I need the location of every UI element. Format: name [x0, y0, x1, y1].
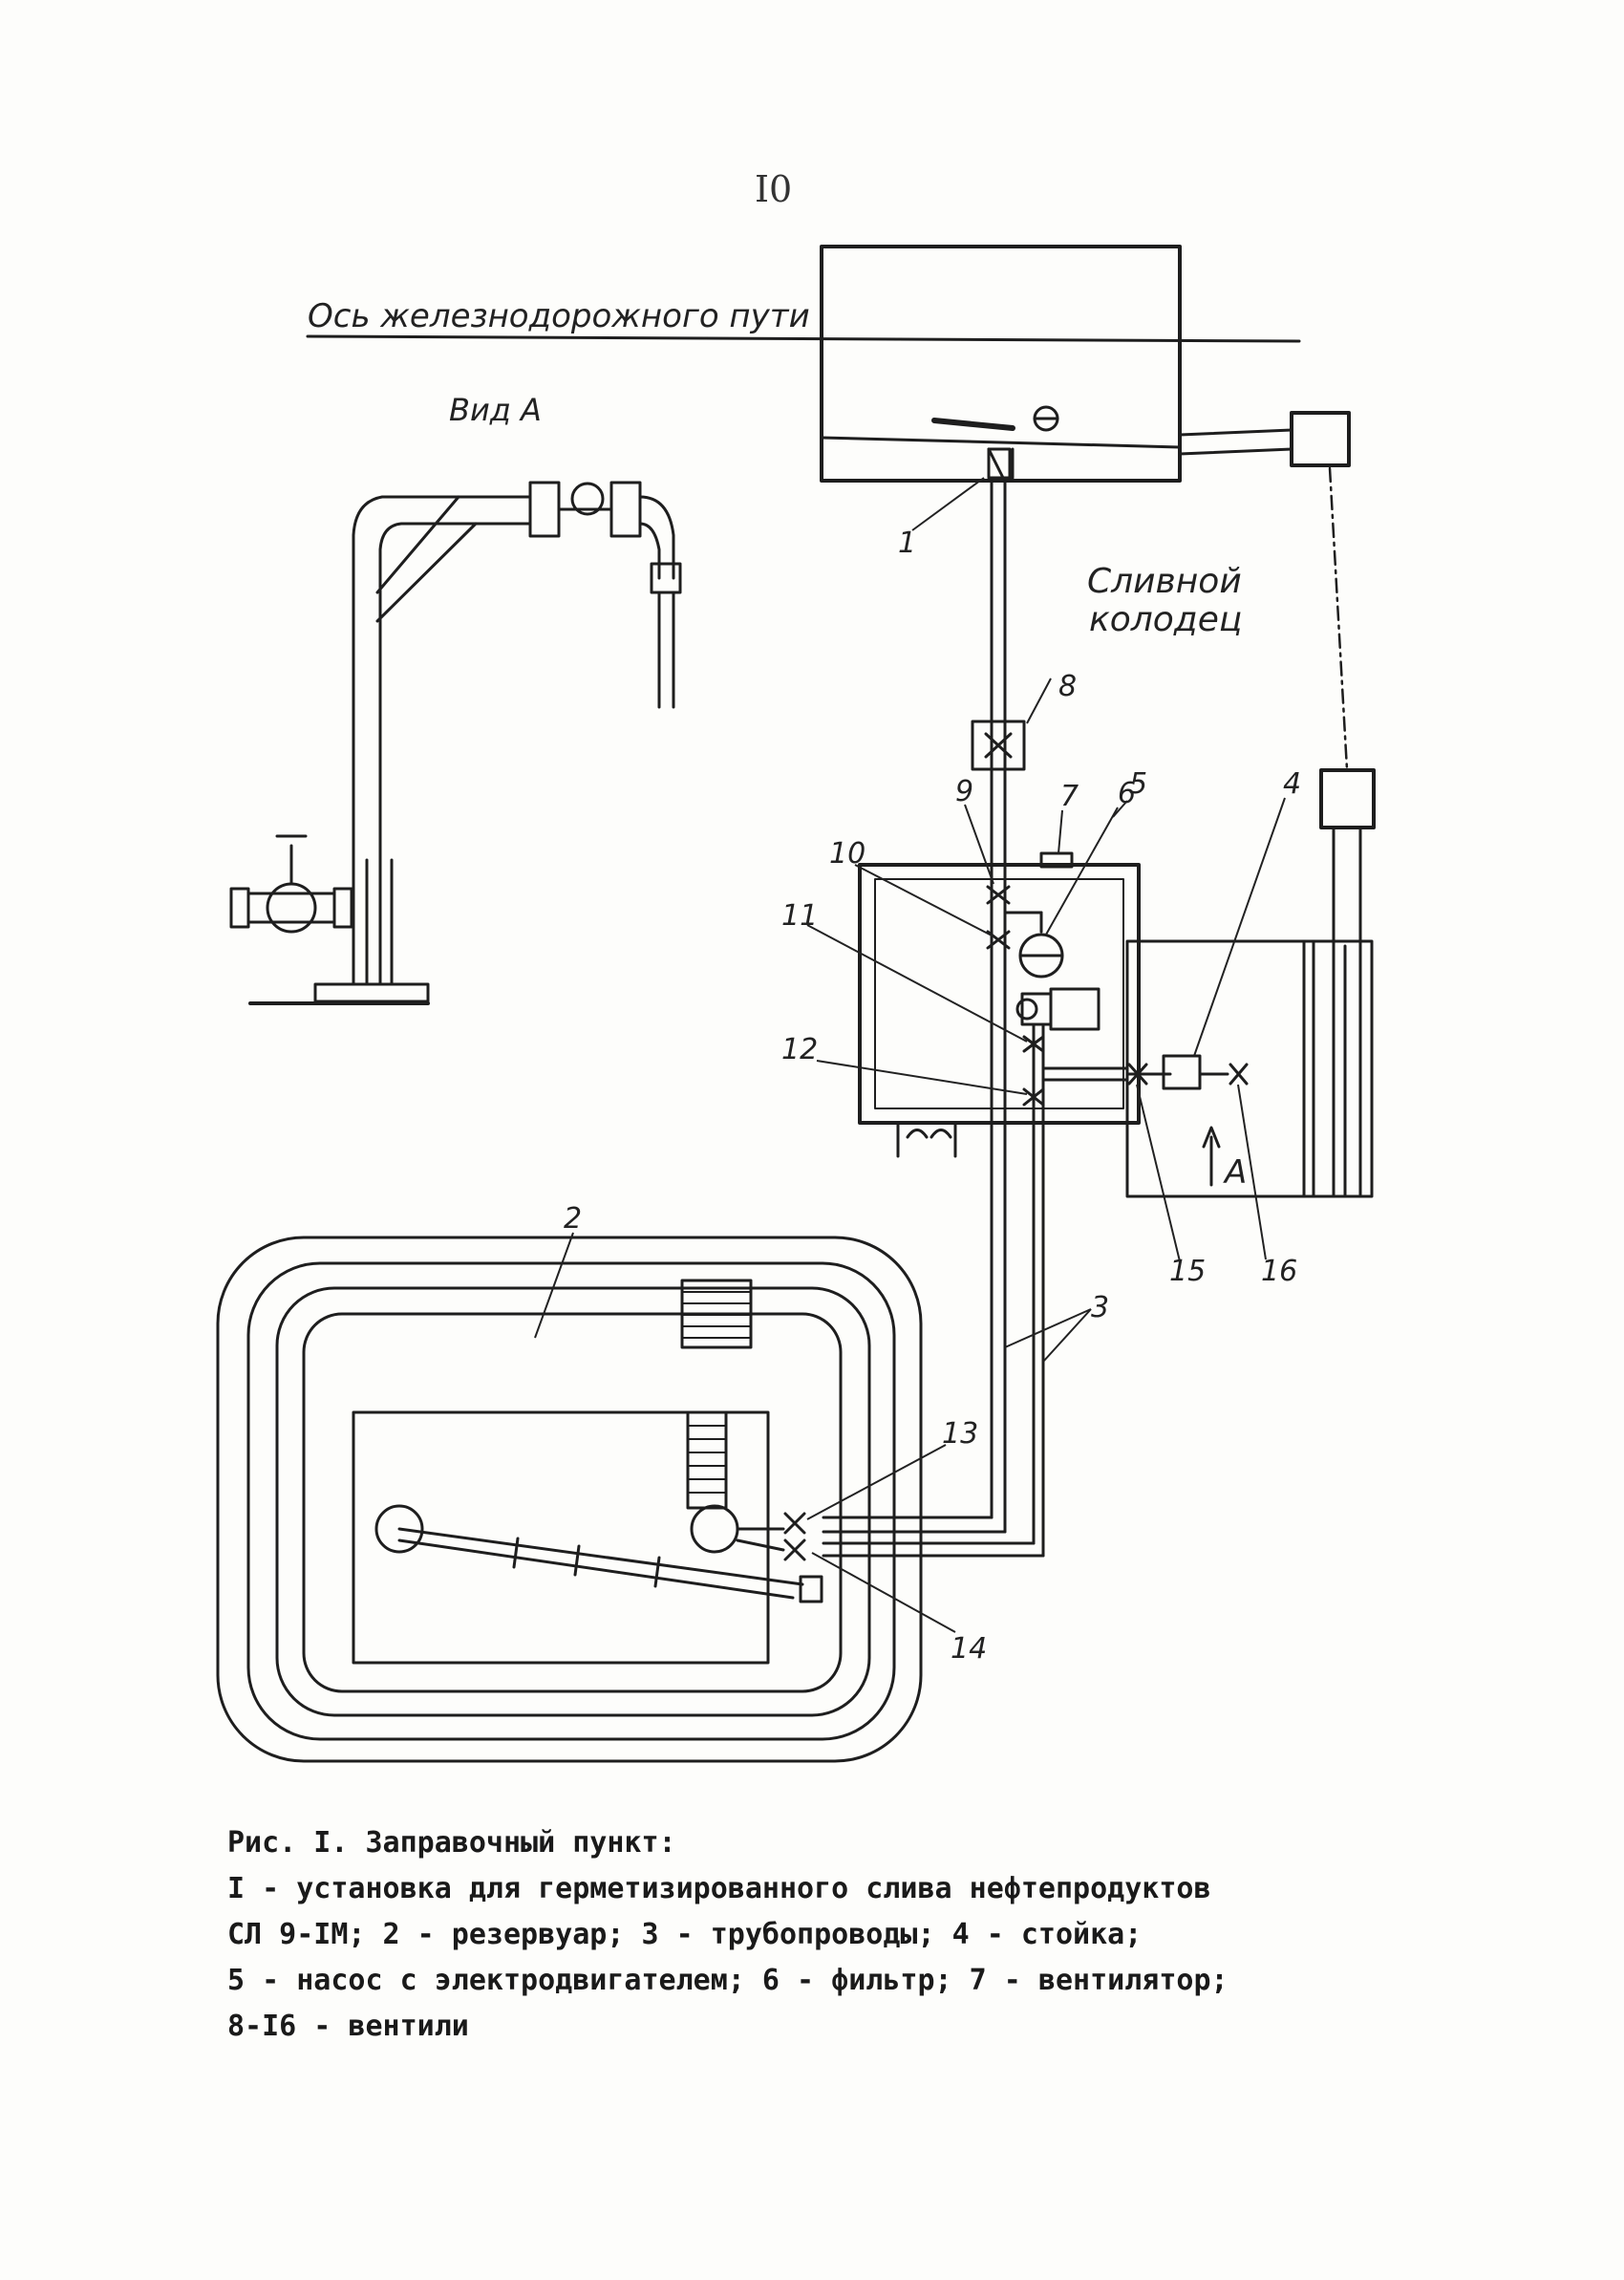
railway-axis-line: [306, 334, 1301, 343]
pipelines-3: [822, 1140, 1045, 1558]
callout-12: 12: [781, 1033, 818, 1066]
valve-16: [1198, 1063, 1249, 1086]
filling-platform: [1125, 939, 1374, 1198]
pump-house: [858, 863, 1141, 1158]
view-a-label: Вид А: [449, 392, 542, 428]
valve-12: [1022, 1087, 1045, 1107]
valve-15: [1127, 1063, 1148, 1086]
callout-15: 15: [1169, 1255, 1206, 1288]
drain-well-label-1: Сливной: [1087, 562, 1242, 601]
callout-14: 14: [951, 1632, 987, 1666]
view-a-stand: [229, 481, 682, 1005]
callout-4: 4: [1283, 767, 1301, 801]
callout-13: 13: [942, 1417, 978, 1451]
callout-10: 10: [829, 837, 865, 871]
drain-well-label-2: колодец: [1089, 600, 1242, 639]
figure-caption: Рис. I. Заправочный пункт: I - установка…: [227, 1820, 1469, 2050]
callout-2: 2: [564, 1202, 582, 1236]
valve-9: [986, 885, 1011, 905]
caption-title: Рис. I. Заправочный пункт:: [227, 1826, 676, 1860]
reservoir-2: [216, 1236, 923, 1763]
pump-motor: [1015, 987, 1100, 1031]
valve-13: [783, 1512, 806, 1535]
filter-6: [1003, 911, 1064, 979]
tank-car: [820, 245, 1182, 483]
caption-line-3: 5 - насос с электродвигателем; 6 - фильт…: [227, 1964, 1229, 1997]
drain-pipe-vertical: [990, 479, 1007, 1144]
ventilator-7: [1039, 851, 1074, 869]
callout-1: 1: [898, 527, 916, 560]
caption-line-1: I - установка для герметизированного сли…: [227, 1872, 1211, 1905]
callout-3: 3: [1091, 1291, 1109, 1324]
callout-9: 9: [955, 775, 973, 808]
valve-11: [1022, 1022, 1045, 1149]
caption-line-4: 8-I6 - вентили: [227, 2010, 469, 2043]
callout-16: 16: [1261, 1255, 1297, 1288]
arrow-a-label: А: [1223, 1153, 1247, 1192]
callout-8: 8: [1058, 670, 1077, 703]
callout-5: 5: [1129, 767, 1147, 801]
caption-line-2: СЛ 9-IM; 2 - резервуар; 3 - трубопроводы…: [227, 1918, 1143, 1951]
callout-6: 6: [1118, 777, 1136, 810]
tank-car-side-pipe: [1178, 411, 1351, 467]
railway-axis-label: Ось железнодорожного пути: [308, 297, 810, 335]
stand-4: [1319, 768, 1376, 1196]
page-number: I0: [755, 168, 793, 210]
stand-branch-pipe: [1041, 1054, 1249, 1090]
control-link-dashed: [1328, 466, 1349, 771]
callout-7: 7: [1060, 780, 1079, 813]
valve-8: [971, 720, 1026, 771]
valve-14: [783, 1538, 806, 1561]
